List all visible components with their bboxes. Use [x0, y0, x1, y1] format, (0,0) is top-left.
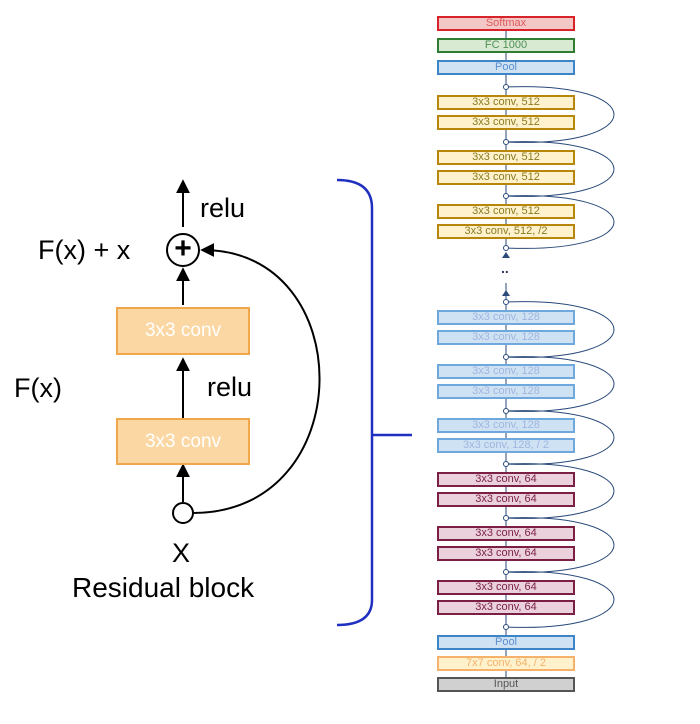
- layer-c128: 3x3 conv, 128: [437, 384, 575, 399]
- junction-dot: [503, 84, 509, 90]
- layer-c512: 3x3 conv, 512: [437, 150, 575, 165]
- skip-loop: [505, 571, 615, 628]
- junction-dot: [503, 299, 509, 305]
- layer-c64: 3x3 conv, 64: [437, 526, 575, 541]
- layer-c128: 3x3 conv, 128: [437, 418, 575, 433]
- add-symbol: +: [174, 232, 192, 265]
- relu-mid-label: relu: [207, 372, 253, 402]
- output-label: F(x) + x: [38, 235, 131, 265]
- skip-loop: [505, 86, 615, 143]
- stack-ellipsis: ..: [501, 260, 509, 276]
- layer-c512: 3x3 conv, 512, /2: [437, 224, 575, 239]
- skip-loop: [505, 463, 615, 519]
- junction-dot: [503, 569, 509, 575]
- add-node: [166, 233, 200, 267]
- skip-loop: [505, 517, 615, 573]
- caption: Residual block: [72, 572, 255, 603]
- layer-softmax: Softmax: [437, 16, 575, 31]
- layer-c128: 3x3 conv, 128: [437, 364, 575, 379]
- layer-c64: 3x3 conv, 64: [437, 546, 575, 561]
- junction-dot: [503, 461, 509, 467]
- junction-dot: [503, 515, 509, 521]
- layer-c128: 3x3 conv, 128: [437, 310, 575, 325]
- layer-pool: Pool: [437, 635, 575, 650]
- junction-dot: [503, 139, 509, 145]
- skip-loop: [505, 195, 615, 249]
- junction-dot: [503, 624, 509, 630]
- layer-c64: 3x3 conv, 64: [437, 492, 575, 507]
- skip-connection: [192, 243, 321, 514]
- trunk-arrowhead: [502, 252, 510, 258]
- junction-dot: [503, 354, 509, 360]
- layer-c64: 3x3 conv, 64: [437, 472, 575, 487]
- layer-c512: 3x3 conv, 512: [437, 95, 575, 110]
- layer-c64: 3x3 conv, 64: [437, 580, 575, 595]
- junction-dot: [503, 245, 509, 251]
- skip-loop: [505, 301, 615, 358]
- layer-c512: 3x3 conv, 512: [437, 170, 575, 185]
- layer-pool: Pool: [437, 60, 575, 75]
- skip-loop: [505, 410, 615, 465]
- layer-c7: 7x7 conv, 64, / 2: [437, 656, 575, 671]
- skip-loop: [505, 356, 615, 412]
- bracket: [336, 178, 412, 627]
- trunk-arrowhead: [502, 290, 510, 296]
- layer-c64: 3x3 conv, 64: [437, 600, 575, 615]
- skip-loop: [505, 141, 615, 197]
- fx-label: F(x): [14, 373, 62, 403]
- layer-c512: 3x3 conv, 512: [437, 204, 575, 219]
- conv-top-box: 3x3 conv: [116, 307, 250, 355]
- layer-input: Input: [437, 677, 575, 692]
- layer-c128: 3x3 conv, 128, / 2: [437, 438, 575, 453]
- junction-dot: [503, 408, 509, 414]
- layer-c512: 3x3 conv, 512: [437, 115, 575, 130]
- layer-fc: FC 1000: [437, 38, 575, 53]
- junction-dot: [503, 193, 509, 199]
- relu-top-label: relu: [200, 193, 246, 223]
- x-label: X: [172, 538, 191, 568]
- conv-bottom-box: 3x3 conv: [116, 418, 250, 465]
- layer-c128: 3x3 conv, 128: [437, 330, 575, 345]
